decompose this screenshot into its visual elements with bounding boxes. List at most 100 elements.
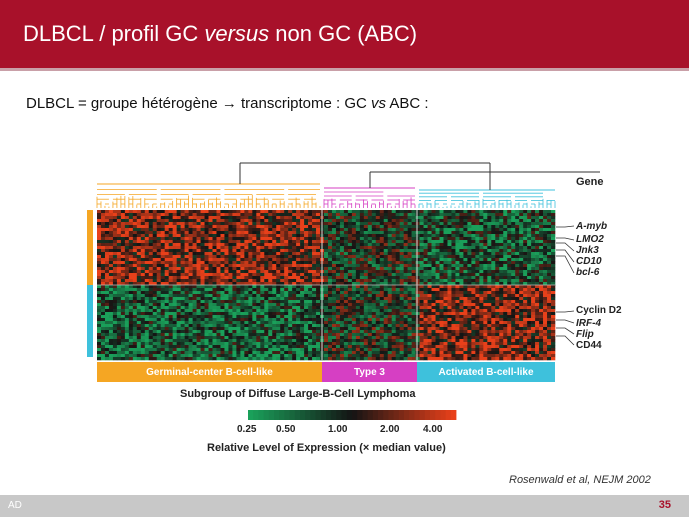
heatmap-cell [272,234,277,238]
heatmap-cell [487,297,492,301]
heatmap-cell [104,243,110,247]
heatmap-cell [383,222,389,226]
heatmap-cell [152,213,158,217]
heatmap-cell [391,309,396,313]
heatmap-cell [375,264,381,268]
heatmap-cell [443,222,448,226]
heatmap-cell [104,246,110,250]
heatmap-cell [240,267,245,271]
heatmap-cell [216,276,221,280]
heatmap-cell [200,315,205,319]
heatmap-cell [535,276,540,280]
heatmap-cell [375,288,381,292]
heatmap-cell [276,318,281,322]
heatmap-cell [507,234,512,238]
heatmap-cell [268,330,273,334]
heatmap-cell [519,246,524,250]
heatmap-cell [140,306,146,310]
heatmap-cell [531,321,536,325]
heatmap-cell [499,306,504,310]
heatmap-cell [391,258,396,262]
heatmap-cell [523,285,528,289]
heatmap-cell [507,213,512,217]
heatmap-cell [451,222,456,226]
heatmap-cell [347,327,353,331]
heatmap-cell [108,309,114,313]
heatmap-cell [423,288,428,292]
heatmap-cell [375,324,381,328]
heatmap-cell [351,270,357,274]
heatmap-cell [172,291,177,295]
heatmap-cell [220,318,225,322]
heatmap-cell [467,273,472,277]
heatmap-cell [236,228,241,232]
heatmap-cell [335,255,341,259]
heatmap-cell [427,321,432,325]
heatmap-cell [156,279,162,283]
heatmap-cell [455,285,460,289]
heatmap-cell [144,282,150,286]
heatmap-cell [232,300,237,304]
heatmap-cell [112,285,118,289]
heatmap-cell [487,318,492,322]
heatmap-cell [108,240,114,244]
heatmap-cell [551,285,556,289]
heatmap-cell [387,315,393,319]
heatmap-cell [316,222,321,226]
heatmap-cell [200,318,205,322]
heatmap-cell [475,330,480,334]
heatmap-cell [519,252,524,256]
heatmap-cell [176,318,181,322]
heatmap-cell [100,294,106,298]
heatmap-cell [136,306,142,310]
heatmap-cell [284,330,289,334]
heatmap-cell [312,324,317,328]
heatmap-cell [351,243,357,247]
heatmap-cell [240,288,245,292]
heatmap-cell [280,234,285,238]
heatmap-cell [519,327,524,331]
heatmap-cell [196,228,201,232]
heatmap-cell [475,252,480,256]
heatmap-cell [479,327,484,331]
heatmap-cell [535,255,540,259]
heatmap-cell [296,213,301,217]
heatmap-cell [180,216,185,220]
heatmap-cell [272,306,277,310]
heatmap-cell [236,225,241,229]
heatmap-cell [327,315,333,319]
heatmap-cell [503,312,508,316]
heatmap-cell [196,210,201,214]
heatmap-cell [208,312,213,316]
heatmap-cell [471,288,476,292]
heatmap-cell [435,318,440,322]
heatmap-cell [415,315,420,319]
heatmap-cell [176,267,181,271]
heatmap-cell [248,237,253,241]
heatmap-cell [156,246,162,250]
heatmap-cell [419,216,424,220]
heatmap-cell [399,315,404,319]
heatmap-cell [431,237,436,241]
heatmap-cell [503,258,508,262]
heatmap-cell [539,330,544,334]
heatmap-cell [371,216,377,220]
heatmap-cell [160,324,165,328]
heatmap-cell [260,315,265,319]
heatmap-cell [375,261,381,265]
heatmap-cell [176,237,181,241]
heatmap-cell [228,222,233,226]
heatmap-cell [276,288,281,292]
heatmap-cell [212,303,217,307]
heatmap-cell [160,276,165,280]
heatmap-cell [415,279,420,283]
heatmap-cell [519,225,524,229]
heatmap-cell [387,327,393,331]
heatmap-cell [379,327,385,331]
heatmap-cell [228,243,233,247]
heatmap-cell [427,252,432,256]
heatmap-cell [132,318,138,322]
heatmap-cell [104,273,110,277]
heatmap-cell [547,282,552,286]
heatmap-cell [276,273,281,277]
